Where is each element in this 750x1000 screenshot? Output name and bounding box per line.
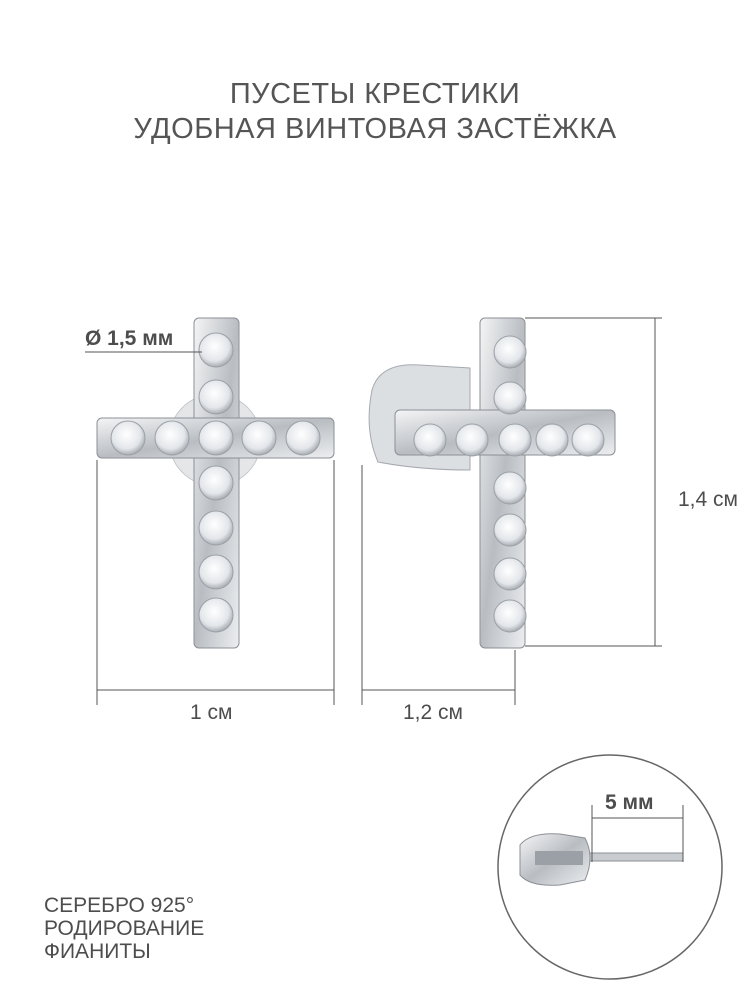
gem-stone [493,335,527,369]
stone-diameter-label: Ø 1,5 мм [85,327,174,350]
gem-stone [571,423,605,457]
post-length-label: 5 мм [605,791,654,814]
gem-stone [154,420,190,456]
gem-stone [493,471,527,505]
gem-stone [198,465,234,501]
gem-stone [493,381,527,415]
gem-stone [493,513,527,547]
gem-stone [198,554,234,590]
gem-stone [198,332,234,368]
side-width-label: 1,2 см [403,701,463,724]
gem-stone [198,379,234,415]
gem-stone [198,597,234,633]
gem-stone [285,420,321,456]
spec-stones: ФИАНИТЫ [44,940,151,963]
spec-plating: РОДИРОВАНИЕ [44,917,205,940]
spec-metal: СЕРЕБРО 925° [44,894,195,917]
front-width-label: 1 см [190,701,233,724]
gem-stone [198,510,234,546]
gem-stone [455,423,489,457]
gem-stone [241,420,277,456]
gem-stone [535,423,569,457]
title-line-1: ПУСЕТЫ КРЕСТИКИ [229,78,521,110]
gem-stone [498,423,532,457]
gem-stone [493,599,527,633]
earring-front-view [96,317,335,649]
dimension-lines [85,317,662,705]
clasp-detail-circle [497,754,723,980]
gem-stone [198,420,234,456]
earring-side-view [368,317,616,649]
gem-stone [413,423,447,457]
title-line-2: УДОБНАЯ ВИНТОВАЯ ЗАСТЁЖКА [133,113,617,145]
height-label: 1,4 см [678,488,738,511]
gem-stone [110,420,146,456]
gem-stone [493,557,527,591]
